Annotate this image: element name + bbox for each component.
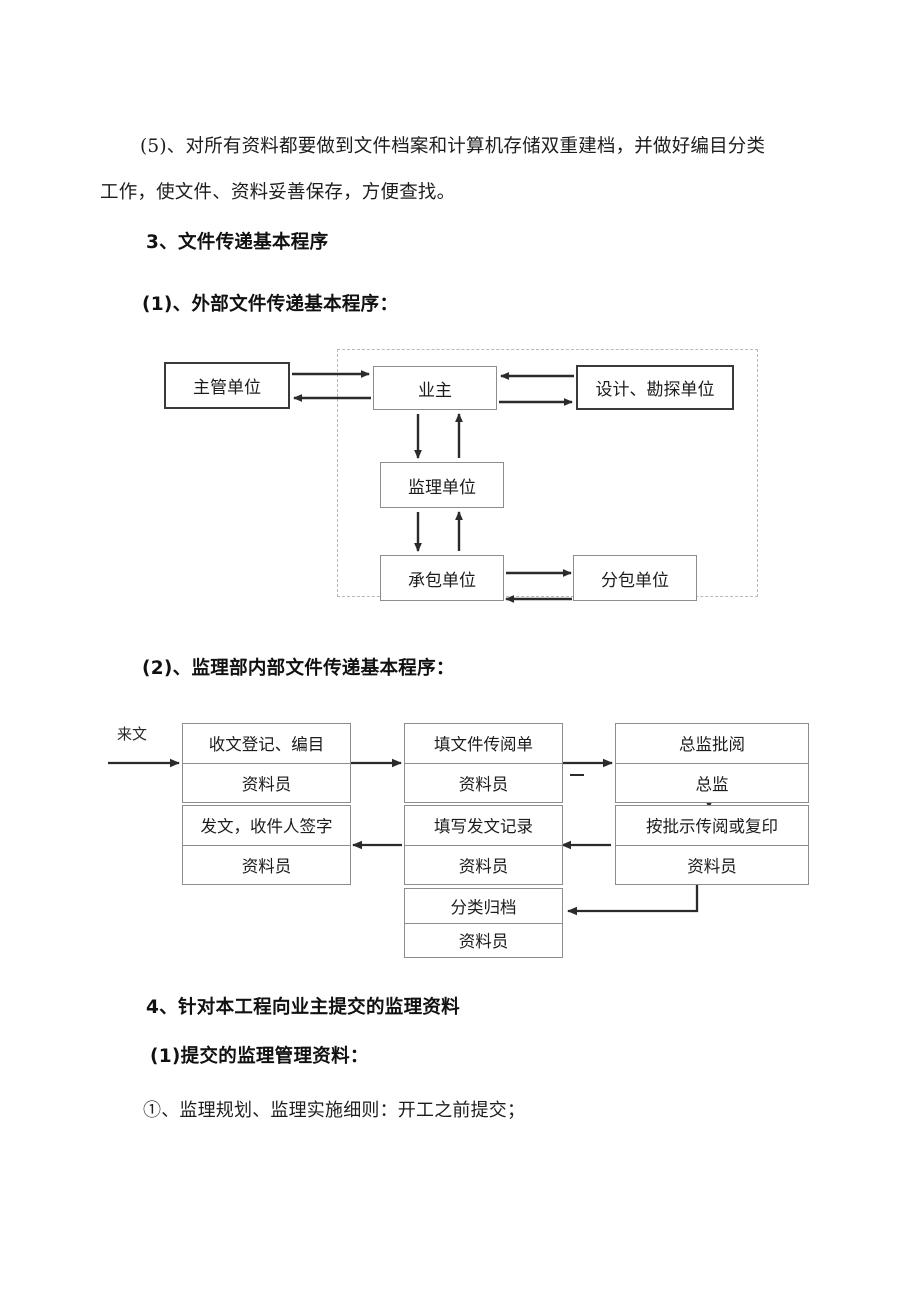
node-issue-and-sign: 发文，收件人签字 资料员 <box>182 805 351 885</box>
node-role: 资料员 <box>458 932 509 952</box>
node-role: 资料员 <box>241 856 292 876</box>
node-label: 设计、勘探单位 <box>595 380 715 400</box>
node-label: 承包单位 <box>408 570 476 591</box>
node-role: 资料员 <box>687 856 737 876</box>
node-design-survey: 设计、勘探单位 <box>576 365 734 410</box>
node-label: 业主 <box>418 380 452 401</box>
node-task: 发文，收件人签字 <box>183 806 350 846</box>
entry-label-incoming-document: 来文 <box>117 725 148 743</box>
external-document-flow-diagram: 主管单位 业主 设计、勘探单位 监理单位 承包单位 分包单位 <box>0 0 920 620</box>
node-label: 分包单位 <box>601 570 669 591</box>
node-task: 分类归档 <box>405 889 562 924</box>
internal-document-flow-diagram: 来文 收文登记、编目 资料员 填文件传阅单 资料员 总监批阅 总监 发文，收件人… <box>108 723 809 958</box>
node-role: 资料员 <box>241 774 292 794</box>
node-label: 监理单位 <box>408 477 476 498</box>
heading-section-4: 4、针对本工程向业主提交的监理资料 <box>146 997 460 1018</box>
node-chief-supervisor-review: 总监批阅 总监 <box>615 723 809 803</box>
heading-sub-4-1: (1)提交的监理管理资料： <box>150 1046 369 1067</box>
node-supervising-authority: 主管单位 <box>164 362 290 409</box>
heading-sub-2: (2)、监理部内部文件传递基本程序： <box>142 658 455 679</box>
heading-sub-1: (1)、外部文件传递基本程序： <box>142 294 399 315</box>
diagram-dashed-frame <box>337 349 758 597</box>
node-subcontractor: 分包单位 <box>573 555 697 601</box>
node-label: 主管单位 <box>193 378 261 398</box>
node-role: 资料员 <box>458 774 509 794</box>
node-receive-register: 收文登记、编目 资料员 <box>182 723 351 803</box>
node-task: 收文登记、编目 <box>183 724 350 764</box>
paragraph-5-line2: 工作，使文件、资料妥善保存，方便查找。 <box>100 182 456 203</box>
node-fill-circulation-form: 填文件传阅单 资料员 <box>404 723 563 803</box>
node-task: 总监批阅 <box>616 724 808 764</box>
node-task: 填写发文记录 <box>405 806 562 846</box>
node-record-dispatch: 填写发文记录 资料员 <box>404 805 563 885</box>
node-task: 填文件传阅单 <box>405 724 562 764</box>
node-owner: 业主 <box>373 366 497 410</box>
node-circulate-or-copy: 按批示传阅或复印 资料员 <box>615 805 809 885</box>
node-classify-archive: 分类归档 资料员 <box>404 888 563 958</box>
node-supervision-unit: 监理单位 <box>380 462 504 508</box>
node-contractor: 承包单位 <box>380 555 504 601</box>
paragraph-5-line1: (5)、对所有资料都要做到文件档案和计算机存储双重建档，并做好编目分类 <box>140 136 766 157</box>
node-role: 资料员 <box>458 856 509 876</box>
node-role: 总监 <box>695 774 729 794</box>
list-item-1: ①、监理规划、监理实施细则：开工之前提交； <box>143 1100 526 1121</box>
heading-section-3: 3、文件传递基本程序 <box>146 232 329 253</box>
node-task: 按批示传阅或复印 <box>616 806 808 846</box>
